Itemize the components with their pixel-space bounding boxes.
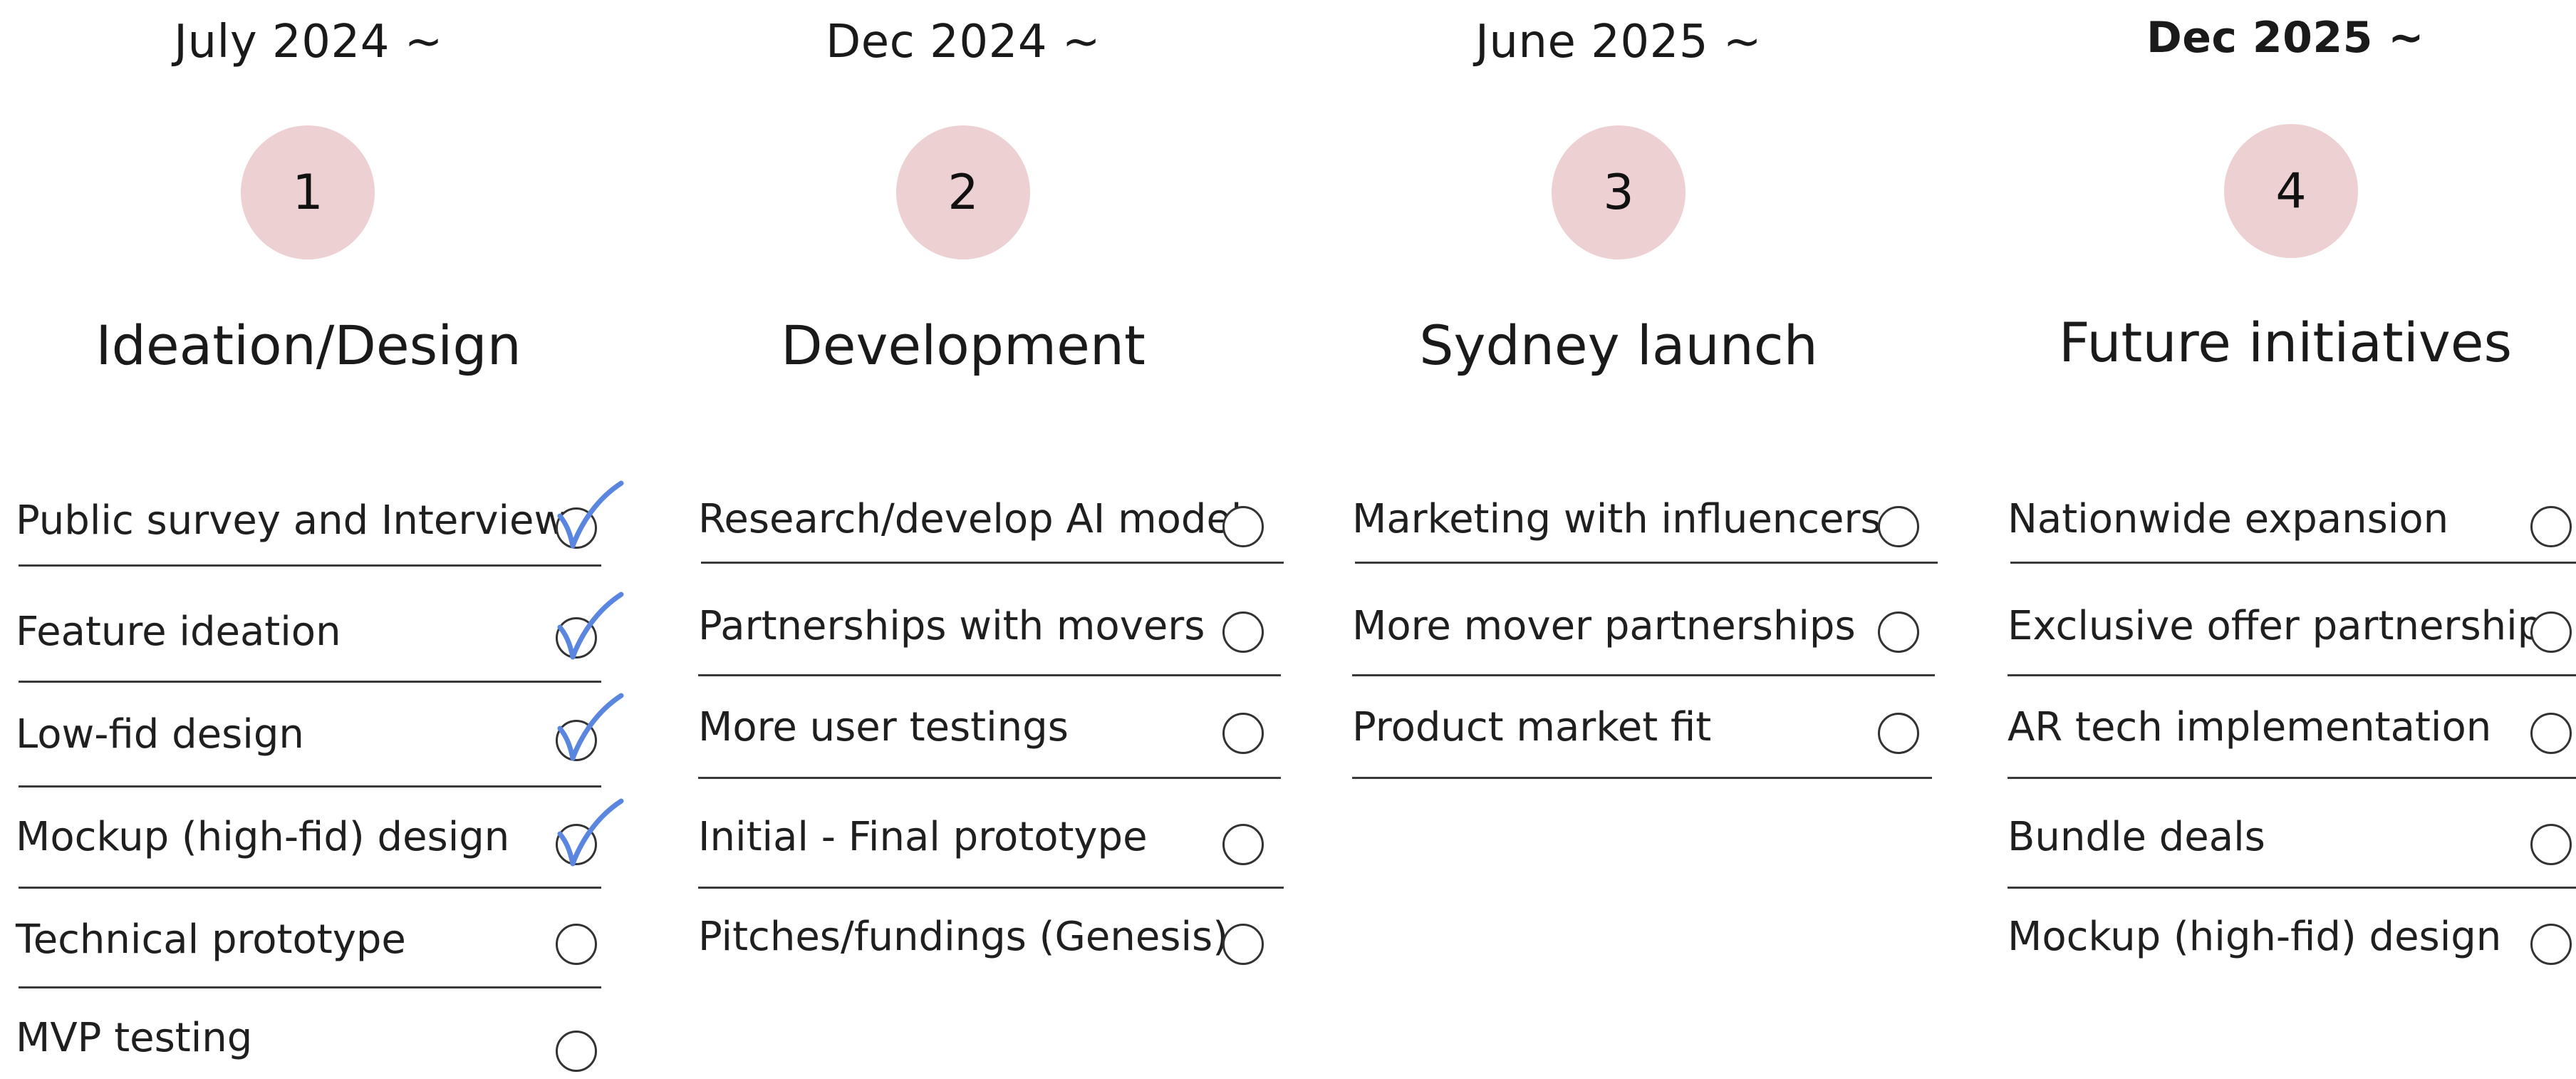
step-number-badge: 3	[1552, 125, 1686, 259]
task-label: Marketing with influencers	[1352, 496, 1881, 542]
check-circle-icon[interactable]	[1222, 924, 1264, 965]
task-label: Mockup (high-fid) design	[16, 814, 510, 860]
row-divider	[2008, 887, 2576, 889]
row-divider	[698, 887, 1284, 889]
phase-column-4: Dec 2025 ~ 4 Future initiatives Nationwi…	[1995, 0, 2576, 1079]
step-number-badge: 1	[241, 125, 375, 259]
phase-date: July 2024 ~	[174, 16, 443, 68]
step-number-badge: 2	[896, 125, 1030, 259]
phase-column-1: July 2024 ~ 1 Ideation/Design Public sur…	[0, 0, 641, 1079]
row-divider	[1352, 777, 1932, 779]
task-label: Nationwide expansion	[2008, 496, 2449, 542]
phase-column-2: Dec 2024 ~ 2 Development Research/develo…	[684, 0, 1284, 1079]
task-label: Mockup (high-fid) design	[2008, 914, 2502, 960]
checkmark-icon	[557, 592, 624, 660]
row-divider	[1355, 562, 1938, 564]
task-label: More mover partnerships	[1352, 603, 1856, 649]
row-divider	[19, 785, 601, 788]
task-label: Public survey and Interviews	[16, 497, 588, 544]
row-divider	[698, 777, 1281, 779]
task-label: Product market fit	[1352, 704, 1712, 750]
phase-title: Development	[781, 314, 1146, 377]
check-circle-icon[interactable]	[556, 1031, 597, 1072]
task-label: Bundle deals	[2008, 814, 2265, 860]
row-divider	[1352, 674, 1935, 676]
phase-date: Dec 2025 ~	[2146, 13, 2425, 63]
task-label: MVP testing	[16, 1015, 253, 1061]
task-label: Initial - Final prototype	[698, 814, 1148, 860]
check-circle-icon[interactable]	[1878, 506, 1919, 547]
task-label: AR tech implementation	[2008, 704, 2492, 750]
check-circle-icon[interactable]	[1222, 506, 1264, 547]
row-divider	[19, 986, 601, 988]
row-divider	[701, 562, 1284, 564]
phase-date: June 2025 ~	[1475, 16, 1762, 68]
row-divider	[2008, 777, 2576, 779]
check-circle-icon[interactable]	[1878, 611, 1919, 653]
check-circle-icon[interactable]	[1878, 713, 1919, 754]
task-label: Exclusive offer partnerships	[2008, 603, 2564, 649]
check-circle-icon[interactable]	[2530, 924, 2572, 965]
check-circle-icon[interactable]	[1222, 713, 1264, 754]
row-divider	[19, 564, 601, 567]
phase-date: Dec 2024 ~	[825, 16, 1101, 68]
check-circle-icon[interactable]	[1222, 824, 1264, 865]
step-number-badge: 4	[2224, 124, 2358, 258]
task-label: More user testings	[698, 704, 1069, 750]
task-label: Technical prototype	[16, 917, 406, 963]
row-divider	[698, 674, 1281, 676]
task-label: Low-fid design	[16, 711, 304, 758]
task-label: Partnerships with movers	[698, 603, 1205, 649]
task-label: Feature ideation	[16, 609, 341, 655]
row-divider	[2008, 674, 2576, 676]
row-divider	[19, 681, 601, 683]
check-circle-icon[interactable]	[556, 720, 597, 761]
task-label: Research/develop AI model	[698, 496, 1242, 542]
check-circle-icon[interactable]	[2530, 506, 2572, 547]
checkmark-icon	[557, 480, 624, 549]
row-divider	[2010, 562, 2576, 564]
phase-title: Ideation/Design	[95, 314, 521, 377]
check-circle-icon[interactable]	[2530, 824, 2572, 865]
check-circle-icon[interactable]	[2530, 611, 2572, 653]
phase-title: Sydney launch	[1419, 314, 1818, 377]
check-circle-icon[interactable]	[556, 924, 597, 965]
checkmark-icon	[557, 798, 624, 867]
checkmark-icon	[557, 693, 624, 761]
row-divider	[19, 887, 601, 889]
task-label: Pitches/fundings (Genesis)	[698, 914, 1229, 960]
check-circle-icon[interactable]	[1222, 611, 1264, 653]
phase-title: Future initiatives	[2058, 311, 2513, 374]
check-circle-icon[interactable]	[2530, 713, 2572, 754]
phase-column-3: June 2025 ~ 3 Sydney launch Marketing wi…	[1339, 0, 1938, 1079]
